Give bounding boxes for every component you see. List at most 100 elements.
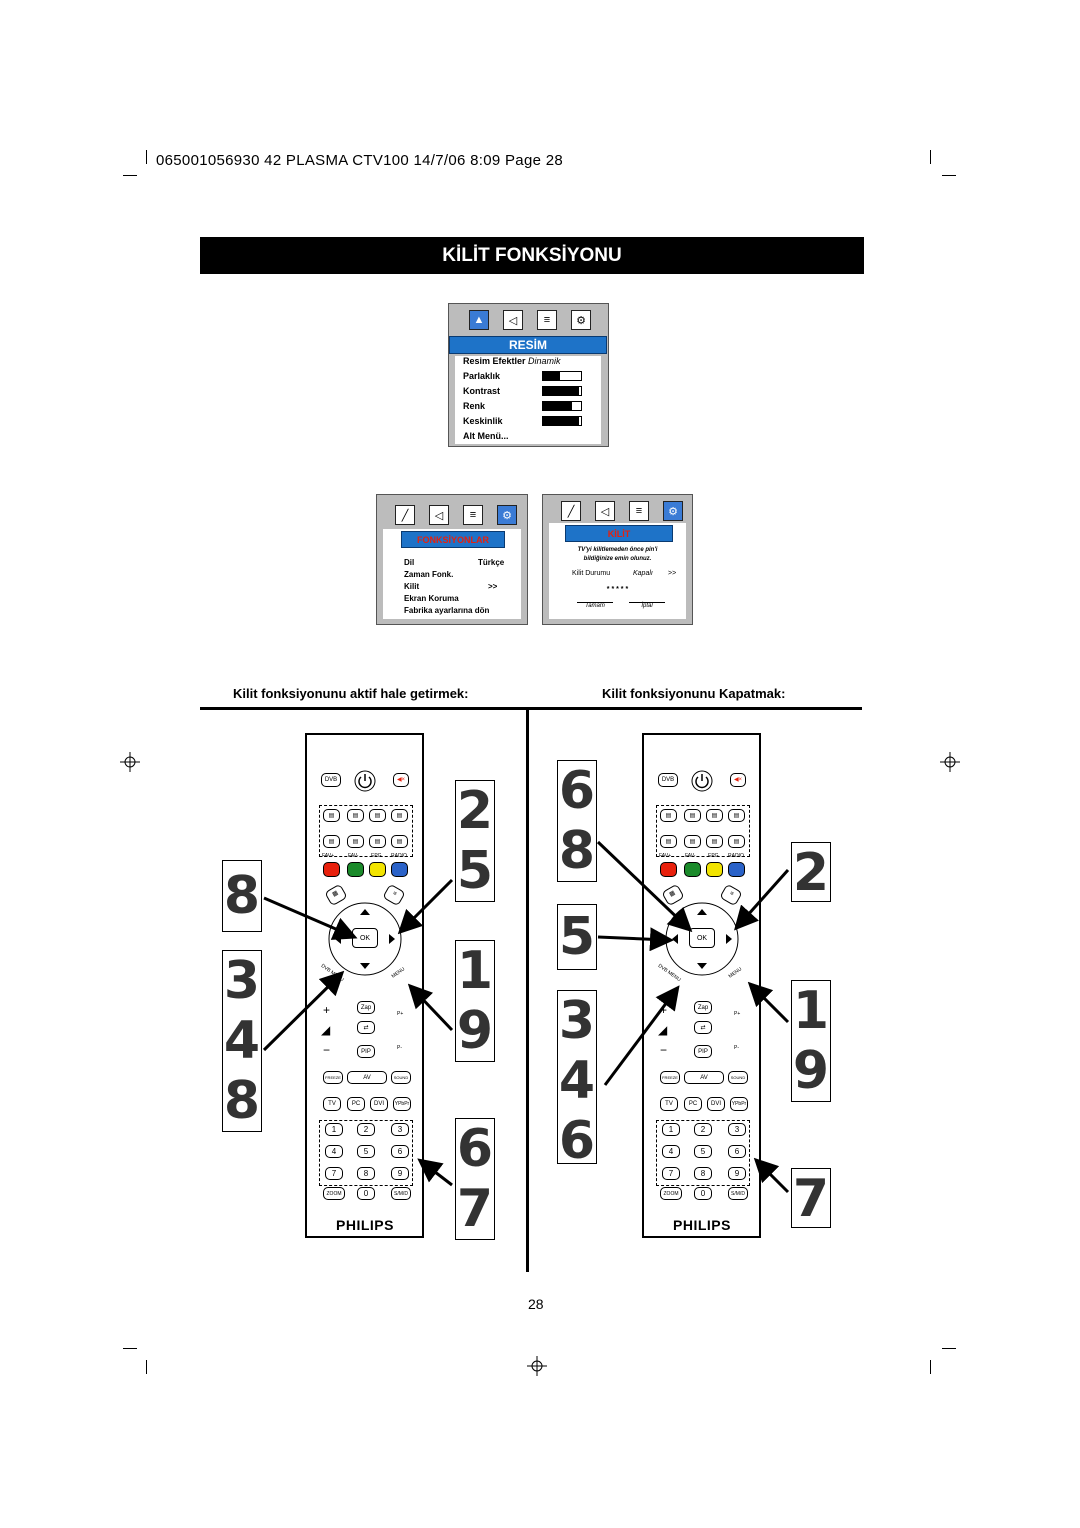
key-9[interactable]: 9 bbox=[391, 1167, 409, 1180]
green-button[interactable] bbox=[684, 862, 701, 877]
button-label: RADIO bbox=[391, 853, 407, 859]
print-slug: 065001056930 42 PLASMA CTV100 14/7/06 8:… bbox=[156, 152, 563, 169]
key-7[interactable]: 7 bbox=[662, 1167, 680, 1180]
zoom-button[interactable]: ZOOM bbox=[323, 1187, 345, 1200]
key-0[interactable]: 0 bbox=[694, 1187, 712, 1200]
teletext-button[interactable]: ▤ bbox=[391, 809, 408, 822]
teletext-button[interactable]: ▤ bbox=[728, 809, 745, 822]
blue-button[interactable] bbox=[391, 862, 408, 877]
ok-key[interactable]: OK bbox=[689, 928, 715, 948]
pc-source-button[interactable]: PC bbox=[684, 1097, 702, 1111]
teletext-button[interactable]: ▤ bbox=[369, 835, 386, 848]
key-8[interactable]: 8 bbox=[357, 1167, 375, 1180]
channel-up-button[interactable]: P+ bbox=[397, 1011, 404, 1017]
dvi-source-button[interactable]: DVI bbox=[370, 1097, 388, 1111]
list-icon: ≡ bbox=[537, 310, 557, 330]
menu-body: FONKSİYONLAR Dil Türkçe Zaman Fonk. Kili… bbox=[383, 529, 521, 619]
key-1[interactable]: 1 bbox=[662, 1123, 680, 1136]
key-8[interactable]: 8 bbox=[694, 1167, 712, 1180]
channel-down-button[interactable]: P- bbox=[734, 1045, 739, 1051]
teletext-button[interactable]: ▤ bbox=[391, 835, 408, 848]
teletext-button[interactable]: ▤ bbox=[660, 809, 677, 822]
key-7[interactable]: 7 bbox=[325, 1167, 343, 1180]
power-icon[interactable] bbox=[690, 769, 714, 793]
swap-button[interactable]: ⇄ bbox=[357, 1021, 375, 1034]
teletext-button[interactable]: ▤ bbox=[706, 835, 723, 848]
pip-button[interactable]: PIP bbox=[357, 1045, 375, 1058]
teletext-button[interactable]: ▤ bbox=[660, 835, 677, 848]
dvb-button[interactable]: DVB bbox=[658, 773, 678, 787]
mute-icon[interactable]: ◀× bbox=[393, 773, 409, 787]
ok-key[interactable]: OK bbox=[352, 928, 378, 948]
sound-icon: ◁ bbox=[503, 310, 523, 330]
teletext-button[interactable]: ▤ bbox=[728, 835, 745, 848]
ypbpr-source-button[interactable]: YPbPr bbox=[393, 1097, 411, 1111]
volume-up-icon[interactable]: + bbox=[660, 1003, 668, 1017]
sound-button[interactable]: SOUND bbox=[391, 1071, 411, 1084]
key-3[interactable]: 3 bbox=[728, 1123, 746, 1136]
smd-button[interactable]: S/M/D bbox=[728, 1187, 748, 1200]
key-3[interactable]: 3 bbox=[391, 1123, 409, 1136]
section-rule bbox=[200, 707, 862, 710]
teletext-button[interactable]: ▤ bbox=[706, 809, 723, 822]
yellow-button[interactable] bbox=[706, 862, 723, 877]
channel-up-button[interactable]: P+ bbox=[734, 1011, 741, 1017]
power-icon[interactable] bbox=[353, 769, 377, 793]
key-2[interactable]: 2 bbox=[694, 1123, 712, 1136]
step-number: 1 bbox=[456, 941, 494, 1001]
teletext-button[interactable]: ▤ bbox=[369, 809, 386, 822]
teletext-button[interactable]: ▤ bbox=[684, 835, 701, 848]
key-4[interactable]: 4 bbox=[662, 1145, 680, 1158]
av-button[interactable]: AV bbox=[347, 1071, 387, 1084]
tv-source-button[interactable]: TV bbox=[323, 1097, 341, 1111]
ypbpr-source-button[interactable]: YPbPr bbox=[730, 1097, 748, 1111]
tv-source-button[interactable]: TV bbox=[660, 1097, 678, 1111]
pc-source-button[interactable]: PC bbox=[347, 1097, 365, 1111]
av-button[interactable]: AV bbox=[684, 1071, 724, 1084]
swap-button[interactable]: ⇄ bbox=[694, 1021, 712, 1034]
pin-field[interactable]: * * * * * bbox=[606, 586, 629, 593]
key-1[interactable]: 1 bbox=[325, 1123, 343, 1136]
step-box: 5 bbox=[557, 904, 597, 970]
teletext-button[interactable]: ▤ bbox=[323, 835, 340, 848]
freeze-button[interactable]: FREEZE bbox=[660, 1071, 680, 1084]
zap-button[interactable]: Zap bbox=[357, 1001, 375, 1014]
key-9[interactable]: 9 bbox=[728, 1167, 746, 1180]
green-button[interactable] bbox=[347, 862, 364, 877]
key-2[interactable]: 2 bbox=[357, 1123, 375, 1136]
key-6[interactable]: 6 bbox=[728, 1145, 746, 1158]
step-box: 8 bbox=[222, 860, 262, 932]
zap-button[interactable]: Zap bbox=[694, 1001, 712, 1014]
red-button[interactable] bbox=[660, 862, 677, 877]
teletext-button[interactable]: ▤ bbox=[323, 809, 340, 822]
volume-down-icon[interactable]: − bbox=[660, 1043, 668, 1057]
yellow-button[interactable] bbox=[369, 862, 386, 877]
menu-item-value: Türkçe bbox=[478, 558, 505, 567]
ok-button[interactable]: Tamam bbox=[577, 602, 613, 609]
teletext-button[interactable]: ▤ bbox=[347, 809, 364, 822]
teletext-button[interactable]: ▤ bbox=[684, 809, 701, 822]
key-5[interactable]: 5 bbox=[357, 1145, 375, 1158]
sound-button[interactable]: SOUND bbox=[728, 1071, 748, 1084]
blue-button[interactable] bbox=[728, 862, 745, 877]
key-0[interactable]: 0 bbox=[357, 1187, 375, 1200]
picture-icon: ▲ bbox=[469, 310, 489, 330]
dvi-source-button[interactable]: DVI bbox=[707, 1097, 725, 1111]
step-number: 7 bbox=[792, 1169, 830, 1229]
key-5[interactable]: 5 bbox=[694, 1145, 712, 1158]
mute-icon[interactable]: ◀× bbox=[730, 773, 746, 787]
key-4[interactable]: 4 bbox=[325, 1145, 343, 1158]
volume-down-icon[interactable]: − bbox=[323, 1043, 331, 1057]
red-button[interactable] bbox=[323, 862, 340, 877]
volume-up-icon[interactable]: + bbox=[323, 1003, 331, 1017]
dvb-button[interactable]: DVB bbox=[321, 773, 341, 787]
cancel-button[interactable]: İptal bbox=[629, 602, 665, 609]
freeze-button[interactable]: FREEZE bbox=[323, 1071, 343, 1084]
zoom-button[interactable]: ZOOM bbox=[660, 1187, 682, 1200]
key-6[interactable]: 6 bbox=[391, 1145, 409, 1158]
teletext-button[interactable]: ▤ bbox=[347, 835, 364, 848]
smd-button[interactable]: S/M/D bbox=[391, 1187, 411, 1200]
channel-down-button[interactable]: P- bbox=[397, 1045, 402, 1051]
pip-button[interactable]: PIP bbox=[694, 1045, 712, 1058]
step-number: 6 bbox=[558, 1111, 596, 1171]
